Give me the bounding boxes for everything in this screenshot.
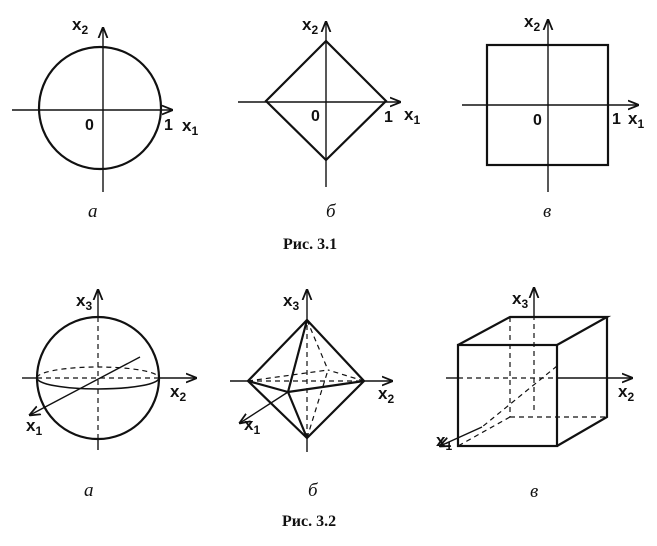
fig1b-x2-label: x2 bbox=[302, 15, 318, 37]
fig1b-panel-letter: б bbox=[326, 201, 337, 222]
fig2v-x1-axis bbox=[440, 426, 483, 446]
fig2a-x3-label: x3 bbox=[76, 291, 92, 313]
fig2b-octahedron-hidden-edges bbox=[247, 319, 365, 439]
fig1b-x1-label: x1 bbox=[404, 105, 420, 127]
fig2b-x3-label: x3 bbox=[283, 291, 299, 313]
fig1b-tick-label: 1 bbox=[384, 109, 393, 126]
fig1v-tick-label: 1 bbox=[612, 111, 621, 128]
fig2a-panel-letter: а bbox=[84, 480, 94, 501]
fig2v-panel-letter: в bbox=[530, 481, 538, 502]
fig1v-x2-label: x2 bbox=[524, 12, 540, 34]
fig2b-panel-letter: б bbox=[308, 480, 319, 501]
fig2v-cube-hidden-edges bbox=[457, 317, 607, 447]
fig1-panel-a: x2 x1 0 1 а bbox=[12, 15, 198, 222]
fig1a-unit-circle bbox=[37, 45, 163, 171]
fig1b-origin-label: 0 bbox=[311, 108, 320, 125]
fig1-panel-v: x2 x1 0 1 в bbox=[462, 12, 644, 222]
fig2b-x1-label: x1 bbox=[244, 415, 260, 437]
fig2v-x2-label: x2 bbox=[618, 382, 634, 404]
fig2v-cube-edges bbox=[456, 315, 612, 448]
fig2a-x1-axis bbox=[30, 356, 141, 415]
fig1-caption: Рис. 3.1 bbox=[283, 236, 337, 253]
fig1a-x1-label: x1 bbox=[182, 116, 198, 138]
fig2-caption: Рис. 3.2 bbox=[282, 513, 336, 530]
fig2a-x2-label: x2 bbox=[170, 382, 186, 404]
fig1v-origin-label: 0 bbox=[533, 112, 542, 129]
fig1-panel-b: x2 x1 0 1 б bbox=[238, 15, 420, 222]
fig2-panel-v: x3 x2 x1 в bbox=[436, 288, 634, 502]
fig2b-x2-label: x2 bbox=[378, 384, 394, 406]
fig2v-x3-label: x3 bbox=[512, 289, 528, 311]
fig2v-x1-axis-hidden bbox=[481, 365, 558, 428]
fig1v-unit-square bbox=[485, 43, 610, 167]
fig1a-panel-letter: а bbox=[88, 201, 98, 222]
fig1v-panel-letter: в bbox=[543, 201, 551, 222]
fig2-panel-b: x3 x2 x1 б bbox=[230, 290, 394, 501]
fig2b-x1-axis bbox=[240, 391, 289, 423]
fig1a-tick-label: 1 bbox=[164, 117, 173, 134]
fig1a-x2-label: x2 bbox=[72, 15, 88, 37]
fig2b-octahedron-edges bbox=[246, 318, 366, 440]
fig2-panel-a: x3 x2 x1 а bbox=[22, 290, 196, 501]
fig1a-origin-label: 0 bbox=[85, 117, 94, 134]
fig2v-x1-label: x1 bbox=[436, 431, 452, 453]
fig1v-x1-label: x1 bbox=[628, 109, 644, 131]
fig2a-x1-label: x1 bbox=[26, 416, 42, 438]
fig1b-unit-diamond bbox=[264, 39, 388, 162]
